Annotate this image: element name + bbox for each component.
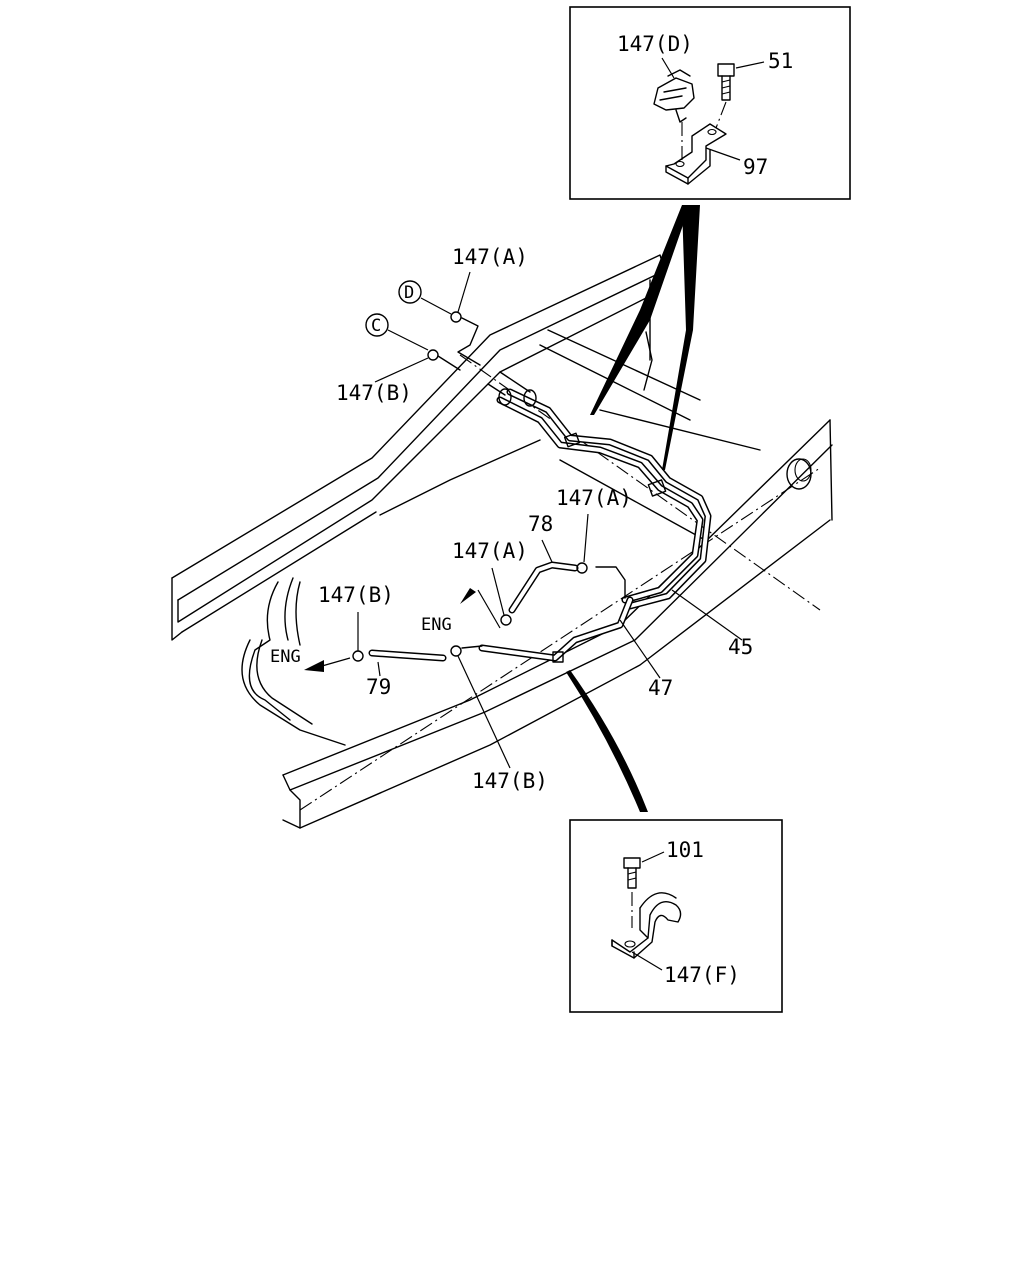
label-147a-top: 147(A) — [452, 245, 528, 269]
label-51: 51 — [768, 49, 793, 73]
label-147b-left: 147(B) — [318, 583, 394, 607]
label-147f: 147(F) — [664, 963, 740, 987]
pipe-assembly — [352, 311, 712, 663]
label-45: 45 — [728, 635, 753, 659]
bolt-101-icon — [623, 851, 665, 928]
label-97: 97 — [743, 155, 768, 179]
circle-d-marker: D — [398, 280, 422, 304]
label-101: 101 — [666, 838, 704, 862]
label-eng-mid: ENG — [421, 615, 452, 635]
label-47: 47 — [648, 676, 673, 700]
label-78: 78 — [528, 512, 553, 536]
label-eng-left: ENG — [270, 647, 301, 667]
label-79: 79 — [366, 675, 391, 699]
label-circle-d: D — [404, 283, 414, 303]
label-circle-c: C — [371, 316, 381, 336]
label-147b-top: 147(B) — [336, 381, 412, 405]
leader-lines — [304, 271, 743, 769]
circle-c-marker: C — [365, 313, 389, 337]
detail-pointers — [566, 205, 700, 812]
detail-box-f: 101 147(F) — [569, 819, 783, 1013]
clip-147d-icon — [653, 57, 695, 123]
label-147b-bottom: 147(B) — [472, 769, 548, 793]
clamp-147f-icon — [611, 892, 682, 971]
label-147d: 147(D) — [617, 32, 693, 56]
label-147a-mid: 147(A) — [556, 486, 632, 510]
detail-box-d: 147(D) 51 97 — [569, 6, 851, 200]
main-labels: 147(A) D C 147(B) 147(A) 78 147(A) ENG 1… — [270, 245, 753, 793]
bolt-51-icon — [715, 61, 765, 129]
bracket-97-icon — [665, 122, 741, 185]
label-147a-left: 147(A) — [452, 539, 528, 563]
